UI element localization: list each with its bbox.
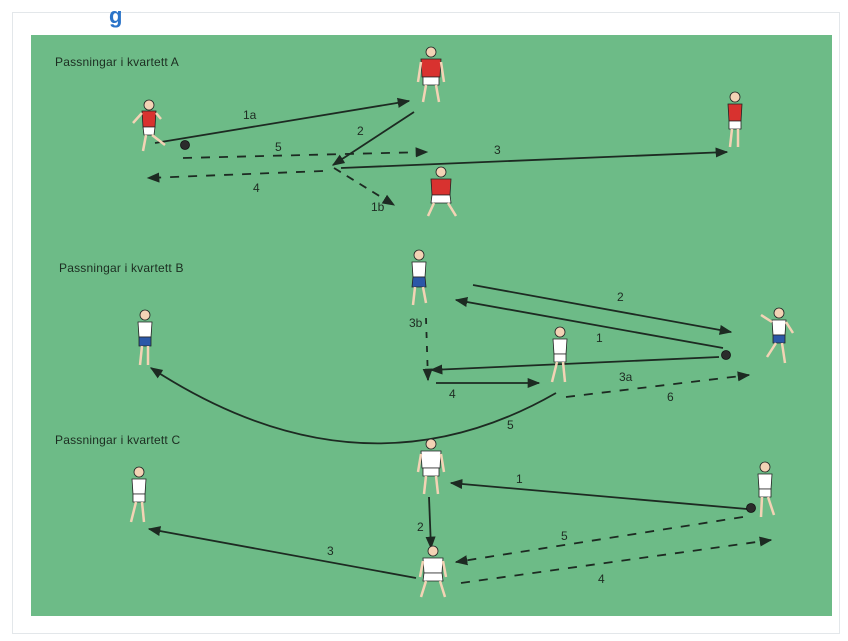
player-icon — [129, 466, 147, 523]
pass-label-a-1a: 1a — [243, 108, 257, 122]
pass-b-5-line — [149, 367, 557, 445]
pass-label-c-5: 5 — [561, 529, 568, 543]
pass-label-a-5: 5 — [275, 140, 282, 154]
player-icon — [416, 46, 446, 103]
pass-label-b-5: 5 — [507, 418, 514, 432]
pass-a-3-line — [340, 147, 729, 169]
pass-label-b-2: 2 — [617, 290, 624, 304]
pass-c-3-line — [147, 526, 417, 579]
player-icon — [411, 249, 428, 306]
pass-c-4-line — [460, 536, 773, 584]
pass-label-c-2: 2 — [417, 520, 424, 534]
passing-diagram: 1a 2 3 5 4 1b 2 1 3a 3b 4 5 6 1 2 3 5 4 — [129, 46, 795, 598]
pass-a-2-line — [331, 111, 415, 166]
pass-label-b-3b: 3b — [409, 316, 423, 330]
player-icon — [757, 461, 776, 518]
player-icon — [550, 326, 568, 383]
pass-label-a-3: 3 — [494, 143, 501, 157]
pass-label-c-4: 4 — [598, 572, 605, 586]
pass-b-6-line — [565, 371, 751, 398]
pass-a-1b-line — [333, 167, 396, 206]
pass-a-1a-line — [154, 97, 411, 144]
pass-c-2-line — [425, 496, 436, 550]
pass-label-a-1b: 1b — [371, 200, 385, 214]
section-title-a: Passningar i kvartett A — [55, 55, 179, 69]
player-icon — [132, 99, 166, 152]
pass-b-1-line — [454, 297, 724, 349]
pass-label-b-4: 4 — [449, 387, 456, 401]
quartet-c-labels: 1 2 3 5 4 — [327, 472, 605, 586]
pass-b-3a-line — [429, 356, 720, 375]
player-icon — [727, 91, 743, 148]
player-icon — [418, 545, 448, 598]
player-icon — [760, 307, 795, 364]
header-fragment: g — [109, 3, 123, 28]
pass-a-5-line — [182, 147, 429, 159]
pass-label-b-6: 6 — [667, 390, 674, 404]
pass-c-1-line — [449, 478, 748, 510]
pass-label-a-2: 2 — [357, 124, 364, 138]
quartet-a-passes — [146, 97, 729, 206]
pass-a-4-line — [146, 170, 324, 183]
pass-label-b-3a: 3a — [619, 370, 633, 384]
quartet-a-labels: 1a 2 3 5 4 1b — [243, 108, 501, 214]
section-title-b: Passningar i kvartett B — [59, 261, 184, 275]
quartet-c-passes — [147, 478, 773, 584]
pass-label-c-1: 1 — [516, 472, 523, 486]
ball-icon — [180, 140, 190, 150]
quartet-b-labels: 2 1 3a 3b 4 5 6 — [409, 290, 674, 432]
pass-c-5-line — [454, 516, 744, 566]
pass-b-3b-line — [422, 317, 433, 382]
ball-icon — [746, 503, 756, 513]
pass-label-b-1: 1 — [596, 331, 603, 345]
player-icon — [137, 309, 153, 366]
pass-b-2-line — [472, 284, 733, 335]
pass-label-a-4: 4 — [253, 181, 260, 195]
pass-label-c-3: 3 — [327, 544, 334, 558]
player-icon — [416, 438, 446, 495]
ball-icon — [721, 350, 731, 360]
quartet-b-passes — [149, 284, 751, 445]
player-icon — [426, 166, 458, 217]
section-title-c: Passningar i kvartett C — [55, 433, 181, 447]
training-field: 1a 2 3 5 4 1b 2 1 3a 3b 4 5 6 1 2 3 5 4 … — [31, 35, 832, 616]
